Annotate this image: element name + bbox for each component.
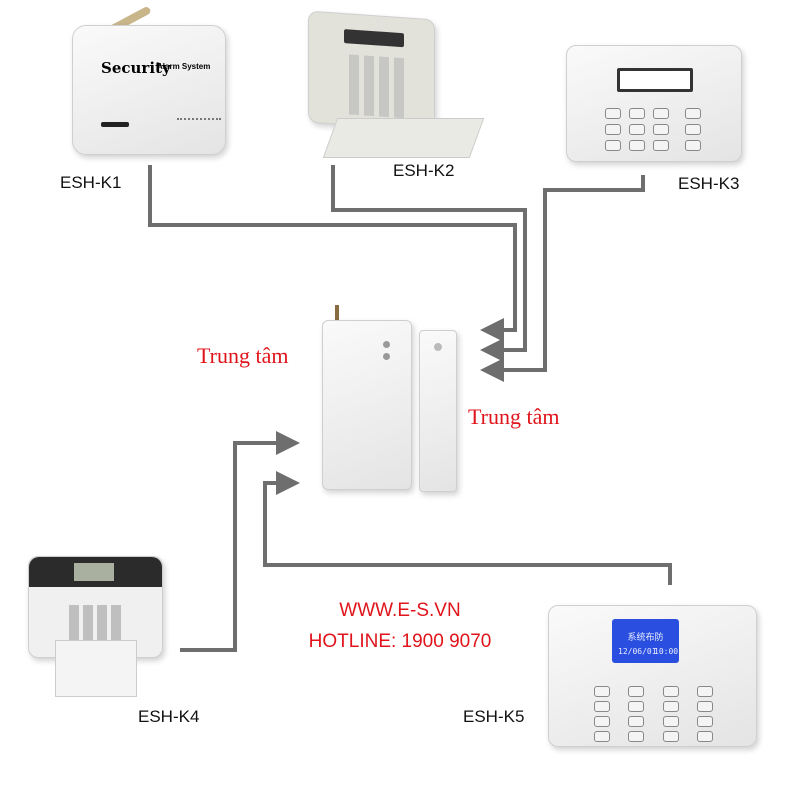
keypad-cover xyxy=(55,640,137,697)
connector-k3 xyxy=(480,175,645,382)
connector-k4 xyxy=(180,431,300,652)
antenna-icon xyxy=(335,305,339,327)
screen-time: 10:00 xyxy=(654,647,679,656)
connector-k2 xyxy=(331,165,527,362)
device-label: ESH-K3 xyxy=(678,174,740,193)
screen-title: 系统布防 xyxy=(627,633,664,643)
keypad xyxy=(349,54,409,119)
device-label: ESH-K4 xyxy=(138,707,200,726)
keypad-cover xyxy=(322,118,485,158)
lcd-screen: 系统布防 12/06/01 10:00 xyxy=(612,619,679,663)
website-text: WWW.E-S.VN xyxy=(339,600,461,621)
hotline-text: HOTLINE: 1900 9070 xyxy=(308,631,492,652)
screen-date: 12/06/01 xyxy=(618,647,657,656)
connector-k1 xyxy=(148,165,517,342)
center-label-left: Trung tâm xyxy=(197,343,289,368)
brand-logo: Security xyxy=(101,59,171,77)
device-label: ESH-K1 xyxy=(60,173,122,192)
center-label-right: Trung tâm xyxy=(468,404,560,429)
led-indicators xyxy=(177,118,221,123)
brand-subtitle: Alarm System xyxy=(157,62,211,71)
device-label: ESH-K2 xyxy=(393,161,455,180)
device-label: ESH-K5 xyxy=(463,707,525,726)
connector-k5 xyxy=(263,471,672,585)
